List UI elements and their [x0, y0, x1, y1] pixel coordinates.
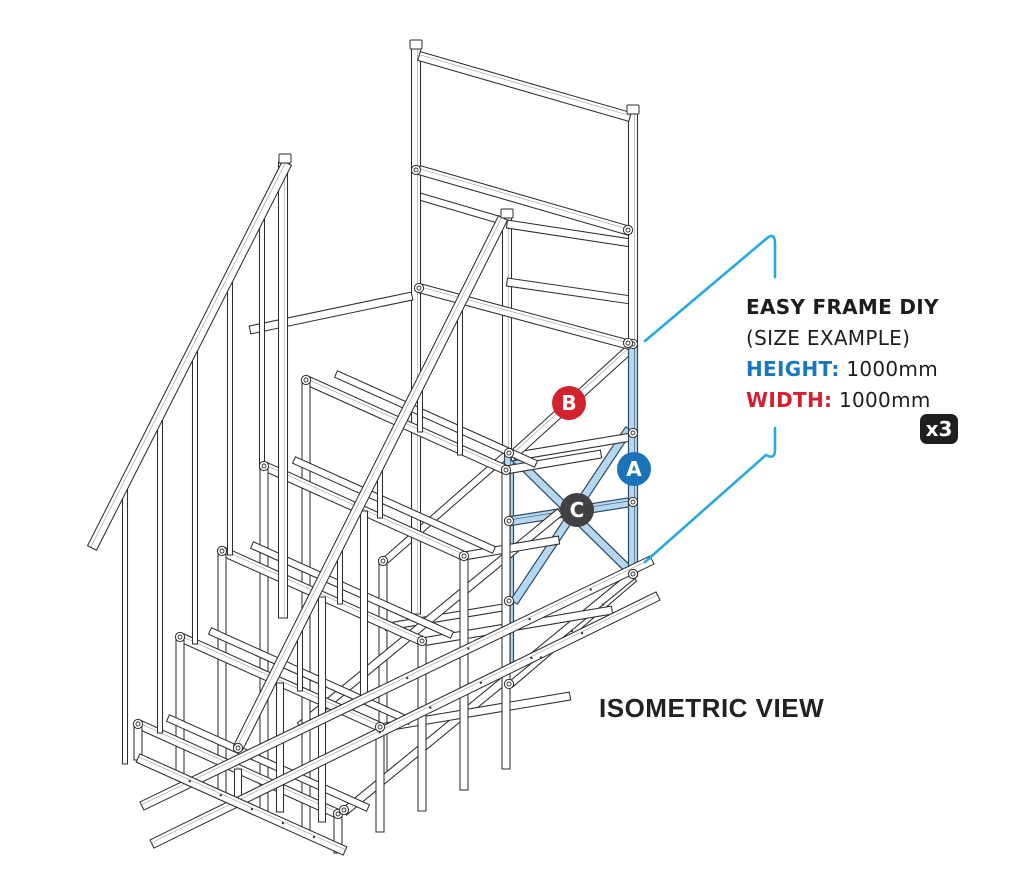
label-b-text: B — [561, 391, 577, 415]
width-line: WIDTH: 1000mm — [746, 385, 976, 416]
view-caption: ISOMETRIC VIEW — [599, 693, 825, 723]
label-c-badge: C — [560, 493, 594, 527]
callout-bracket-bottom — [643, 426, 777, 564]
width-label: WIDTH: — [746, 388, 833, 412]
height-label: HEIGHT: — [746, 357, 840, 381]
height-line: HEIGHT: 1000mm — [746, 354, 976, 385]
height-value: 1000mm — [846, 357, 938, 381]
label-a-badge: A — [617, 452, 651, 486]
multiplier-badge: x3 — [920, 414, 958, 444]
size-callout: EASY FRAME DIY (SIZE EXAMPLE) HEIGHT: 10… — [746, 292, 976, 416]
width-value: 1000mm — [838, 388, 931, 412]
callout-bracket-top — [643, 234, 777, 343]
multiplier-text: x3 — [925, 417, 953, 441]
label-a-text: A — [626, 457, 642, 481]
callout-subtitle: (SIZE EXAMPLE) — [746, 326, 911, 350]
callout-title: EASY FRAME DIY — [746, 295, 939, 319]
label-b-badge: B — [552, 386, 586, 420]
label-c-text: C — [569, 498, 585, 522]
